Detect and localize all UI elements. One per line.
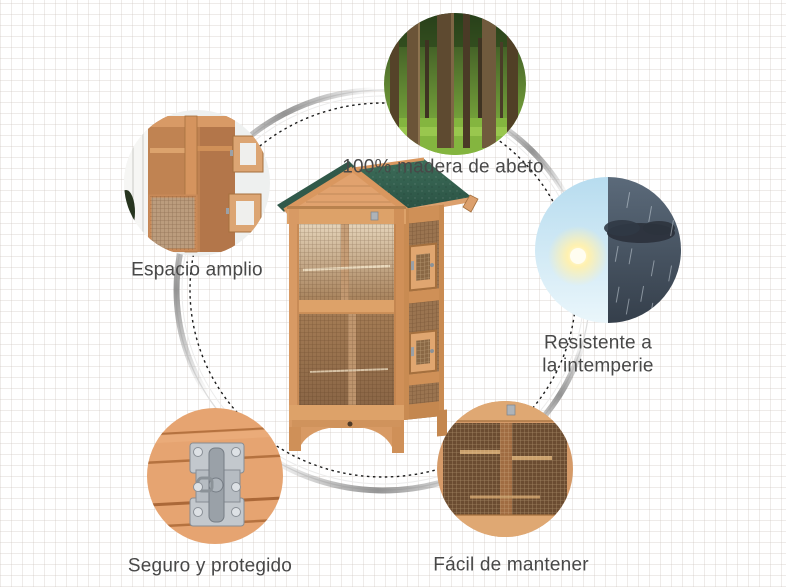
rain-cloud-graphic bbox=[604, 192, 681, 319]
feature-label-weather: Resistente a la intemperie bbox=[542, 310, 653, 377]
latch-hardware-graphic bbox=[189, 442, 245, 527]
feature-label-secure: Seguro y protegido bbox=[128, 534, 292, 579]
aviary-product-photo bbox=[277, 157, 479, 453]
cage-interior-photo bbox=[124, 110, 270, 256]
feature-label-weather-text: Resistente a la intemperie bbox=[542, 332, 654, 377]
sun-graphic bbox=[548, 226, 608, 286]
feature-label-wood-text: 100% madera de abeto bbox=[342, 157, 544, 178]
forest-photo bbox=[384, 13, 526, 155]
feature-label-space-text: Espacio amplio bbox=[131, 260, 263, 281]
feature-label-space: Espacio amplio bbox=[131, 238, 263, 283]
feature-label-secure-text: Seguro y protegido bbox=[127, 556, 293, 577]
metal-latch-photo bbox=[147, 408, 283, 544]
feature-label-maintain-text: Fácil de mantener bbox=[433, 555, 589, 576]
tree-trunks-graphic bbox=[390, 13, 518, 148]
sun-and-rain-photo bbox=[535, 177, 681, 323]
feature-label-wood: 100% madera de abeto bbox=[342, 135, 544, 180]
open-doors-graphic bbox=[226, 135, 264, 233]
mesh-panel-photo bbox=[437, 401, 573, 537]
feature-label-maintain: Fácil de mantener bbox=[433, 533, 588, 578]
